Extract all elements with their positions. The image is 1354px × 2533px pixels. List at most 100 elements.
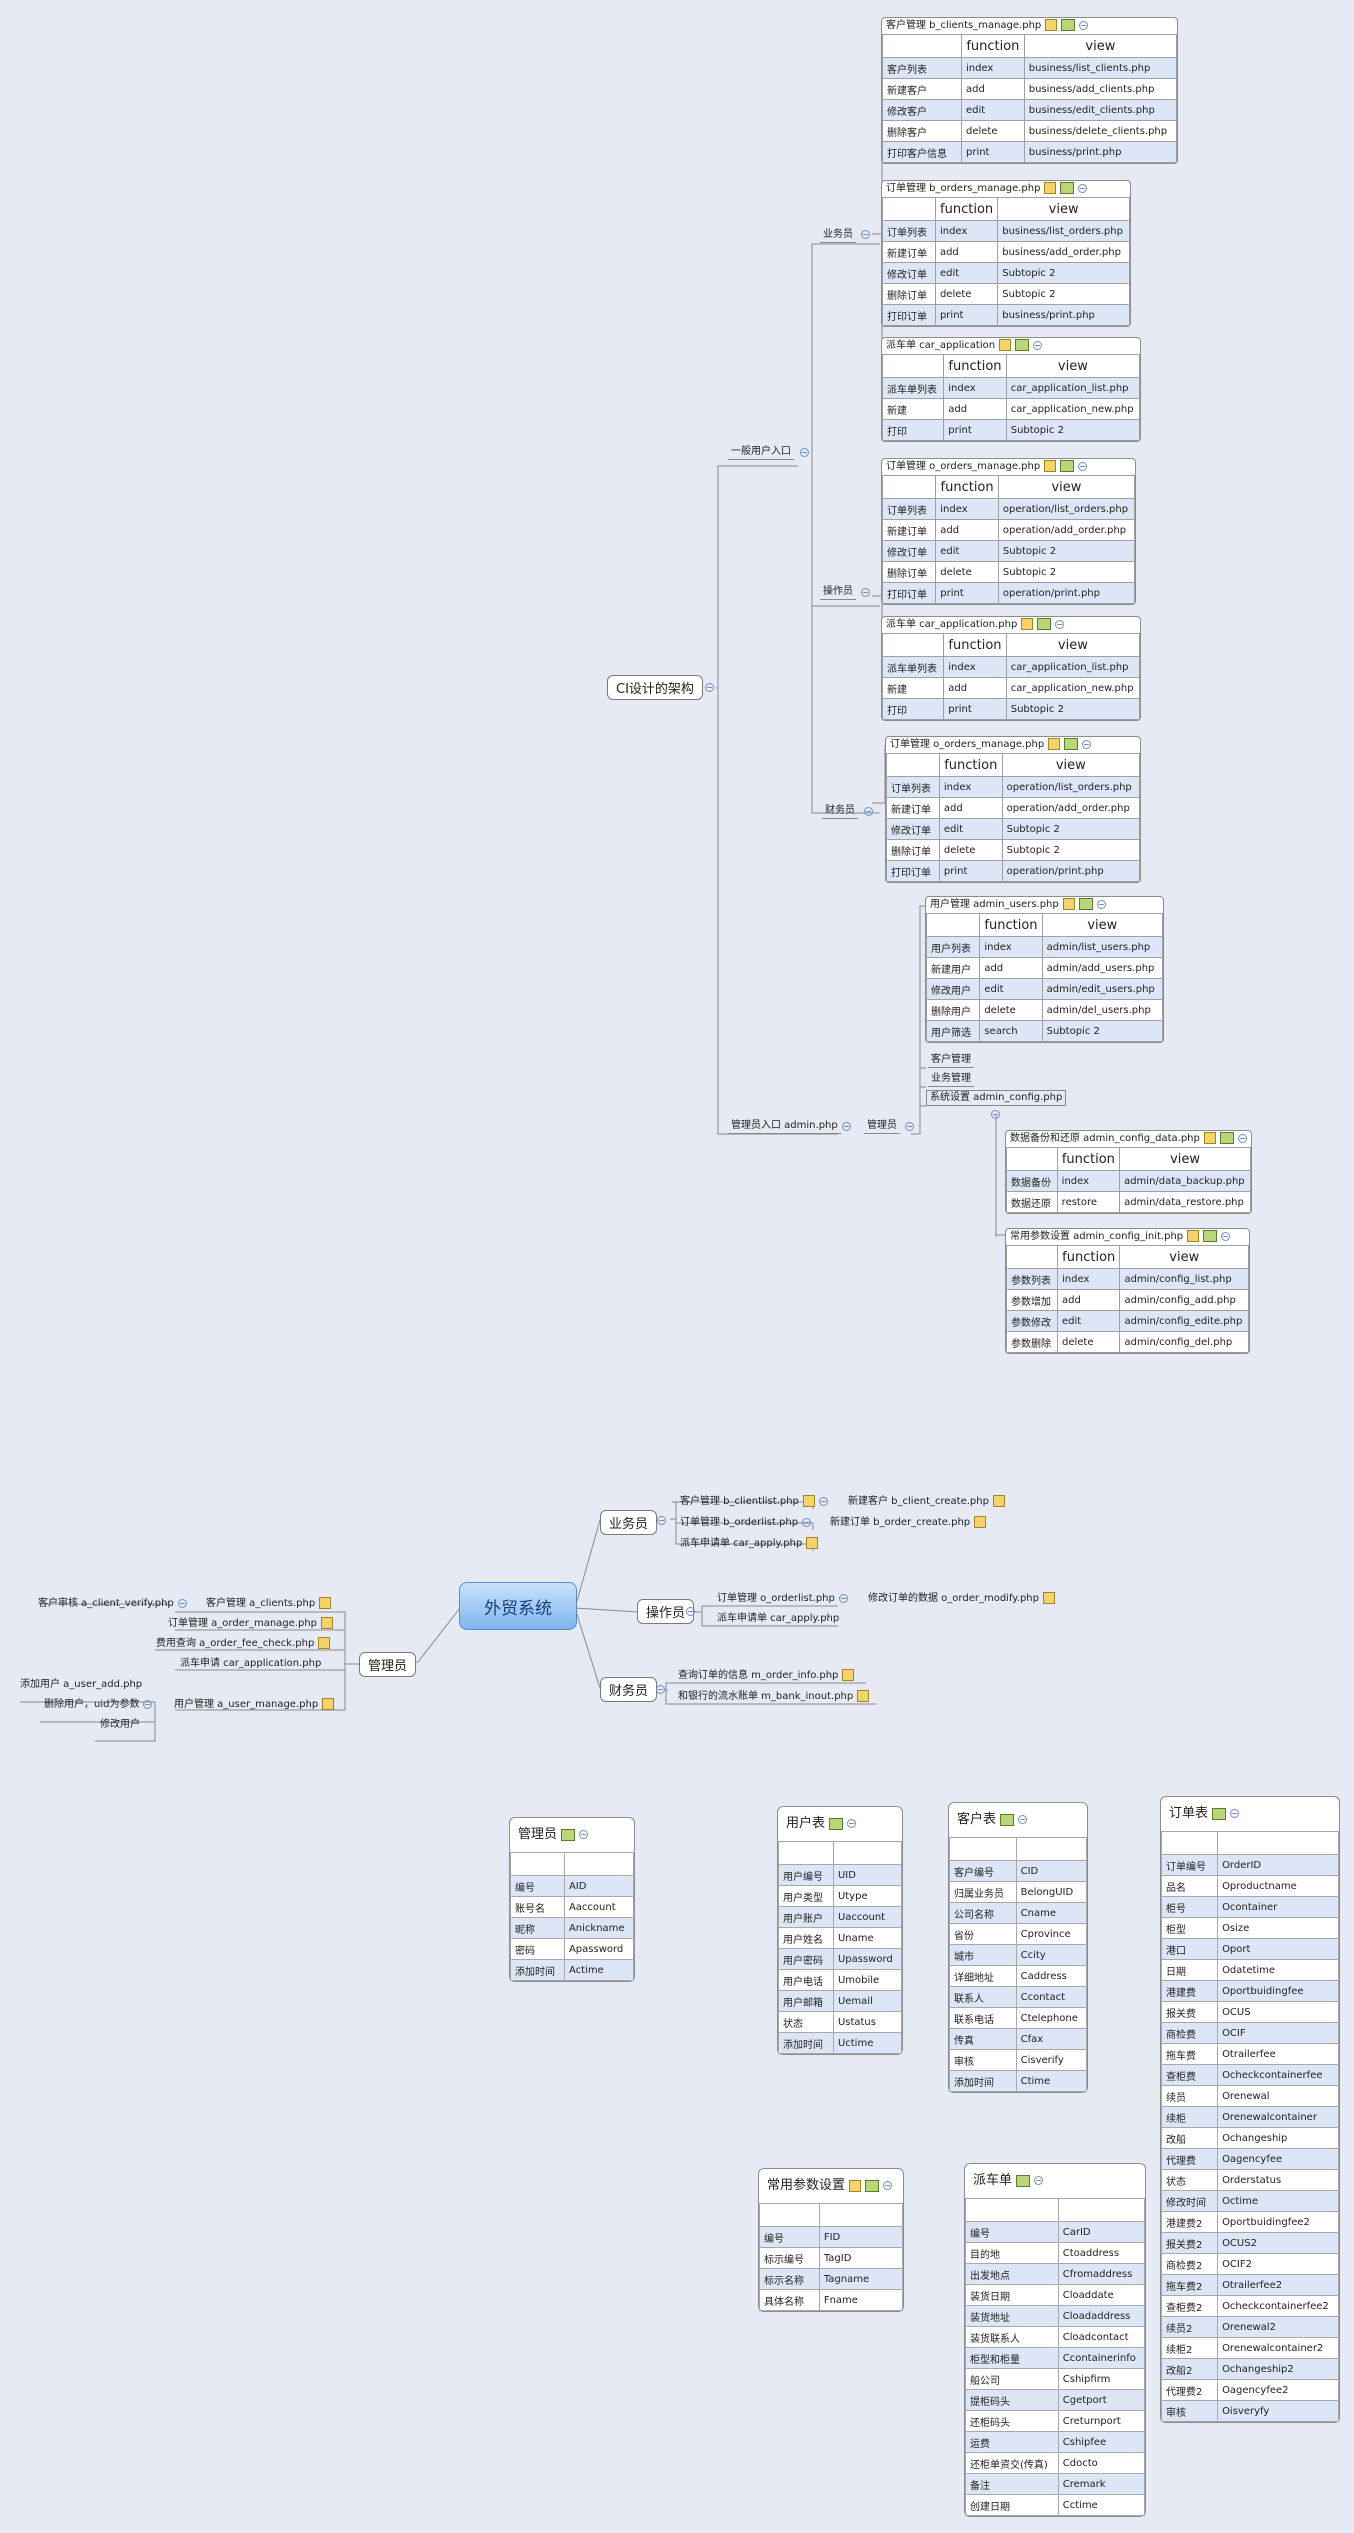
- table-cell: Oport: [1217, 1938, 1339, 1960]
- collapse-icon[interactable]: [1096, 899, 1106, 909]
- table-cell: 数据备份: [1006, 1170, 1058, 1192]
- op-sub-order-modify[interactable]: 修改订单的数据 o_order_modify.php: [868, 1592, 1055, 1606]
- admin-item-fee-check[interactable]: 费用查询 a_order_fee_check.php: [156, 1637, 331, 1651]
- admin-item-orders[interactable]: 订单管理 a_order_manage.php: [168, 1617, 334, 1631]
- collapse-icon[interactable]: [177, 1598, 187, 1608]
- table-cell: 标示编号: [759, 2247, 820, 2269]
- table-cell: 用户筛选: [925, 1020, 981, 1042]
- collapse-icon[interactable]: [1079, 20, 1089, 30]
- table-cell: Ccontact: [1015, 1986, 1088, 2008]
- collapse-icon[interactable]: [847, 1819, 857, 1828]
- collapse-icon[interactable]: [579, 1830, 589, 1839]
- collapse-icon[interactable]: [1230, 1809, 1240, 1818]
- table-cell: 订单列表: [886, 776, 940, 798]
- collapse-icon[interactable]: [1033, 340, 1043, 350]
- table-cell: 详细地址: [949, 1965, 1017, 1987]
- collapse-icon[interactable]: [1034, 2176, 1044, 2185]
- chart-icon: [1203, 1230, 1218, 1242]
- collapse-icon[interactable]: [838, 1593, 848, 1603]
- collapse-icon[interactable]: [656, 1685, 665, 1694]
- trade-finance-node[interactable]: 财务员: [600, 1677, 658, 1702]
- collapse-icon[interactable]: [1078, 461, 1088, 471]
- table-cell: 打印: [881, 419, 945, 441]
- collapse-icon[interactable]: [818, 1496, 828, 1506]
- sales-item-car-apply[interactable]: 派车申请单 car_apply.php: [680, 1537, 819, 1551]
- table-cell: 派车单列表: [881, 656, 945, 678]
- collapse-icon[interactable]: [991, 1110, 1000, 1119]
- collapse-icon[interactable]: [800, 448, 809, 457]
- collapse-icon[interactable]: [905, 1122, 914, 1131]
- sales-sub-order-create[interactable]: 新建订单 b_order_create.php: [830, 1516, 987, 1530]
- operator-node[interactable]: 操作员: [820, 585, 856, 600]
- table-cell: Orenewalcontainer: [1217, 2106, 1339, 2128]
- salesman-node[interactable]: 业务员: [820, 228, 856, 243]
- collapse-icon[interactable]: [1082, 739, 1092, 749]
- table-cell: 打印订单: [882, 304, 936, 326]
- table-cell: 用户账户: [778, 1906, 834, 1928]
- admin-item-car-application[interactable]: 派车申请 car_application.php: [180, 1657, 321, 1671]
- admin-item-system[interactable]: 系统设置 admin_config.php: [926, 1090, 1067, 1106]
- collapse-icon[interactable]: [842, 1122, 851, 1131]
- trade-salesman-node[interactable]: 业务员: [600, 1510, 658, 1535]
- op-item-orders[interactable]: 订单管理 o_orderlist.php: [717, 1592, 848, 1606]
- trade-system-center[interactable]: 外贸系统: [459, 1582, 577, 1630]
- admin-item-user-manage[interactable]: 用户管理 a_user_manage.php: [174, 1698, 335, 1712]
- collapse-icon[interactable]: [657, 1516, 666, 1525]
- collapse-icon[interactable]: [1221, 1231, 1231, 1241]
- table-cell: 用户类型: [778, 1885, 834, 1907]
- table-cell: 商检费2: [1160, 2253, 1219, 2275]
- label: 新建客户 b_client_create.php: [848, 1496, 989, 1507]
- admin-sub-user-delete[interactable]: 删除用户，uid为参数: [44, 1698, 153, 1712]
- table-cell: function: [960, 34, 1025, 58]
- general-user-entry[interactable]: 一般用户入口: [728, 445, 794, 460]
- trade-admin-node[interactable]: 管理员: [359, 1652, 417, 1677]
- table-cell: 续柜: [1160, 2106, 1219, 2128]
- collapse-icon[interactable]: [883, 2181, 893, 2190]
- table-cell: 船公司: [965, 2368, 1059, 2390]
- collapse-icon[interactable]: [1055, 619, 1065, 629]
- sales-item-orders[interactable]: 订单管理 b_orderlist.php: [680, 1516, 812, 1530]
- table-title: 订单管理 b_orders_manage.php: [886, 183, 1041, 194]
- table-cell: Ctime: [1015, 2070, 1088, 2092]
- table-cell: 还柜码头: [965, 2410, 1059, 2432]
- admin-role-node[interactable]: 管理员: [864, 1119, 900, 1134]
- finance-node[interactable]: 财务员: [822, 804, 858, 819]
- admin-sub-client-verify[interactable]: 客户审核 a_client_verify.php: [38, 1597, 187, 1611]
- collapse-icon[interactable]: [864, 807, 873, 816]
- ci-root-node[interactable]: CI设计的架构: [607, 675, 703, 700]
- collapse-icon[interactable]: [861, 230, 870, 239]
- trade-operator-node[interactable]: 操作员: [637, 1599, 695, 1624]
- admin-entry[interactable]: 管理员入口 admin.php: [728, 1119, 841, 1134]
- table-cell: function: [938, 753, 1003, 777]
- admin-sub-user-add[interactable]: 添加用户 a_user_add.php: [20, 1679, 143, 1690]
- collapse-icon[interactable]: [1078, 183, 1088, 193]
- admin-item-business[interactable]: 业务管理: [928, 1072, 974, 1087]
- collapse-icon[interactable]: [143, 1699, 153, 1709]
- op-item-car-apply[interactable]: 派车申请单 car_apply.php: [717, 1612, 839, 1626]
- collapse-icon[interactable]: [686, 1607, 695, 1616]
- admin-item-client[interactable]: 客户管理: [928, 1053, 974, 1068]
- sales-item-clients[interactable]: 客户管理 b_clientlist.php: [680, 1495, 828, 1509]
- admin-sub-user-edit[interactable]: 修改用户: [100, 1719, 140, 1730]
- admin-item-clients[interactable]: 客户管理 a_clients.php: [206, 1597, 332, 1611]
- collapse-icon[interactable]: [802, 1517, 812, 1527]
- fin-item-bank-inout[interactable]: 和银行的流水账单 m_bank_inout.php: [678, 1690, 870, 1704]
- collapse-icon[interactable]: [1237, 1133, 1247, 1143]
- table-cell: Anickname: [563, 1917, 635, 1939]
- fin-item-order-info[interactable]: 查询订单的信息 m_order_info.php: [678, 1669, 855, 1683]
- collapse-icon[interactable]: [1018, 1815, 1028, 1824]
- sales-sub-client-create[interactable]: 新建客户 b_client_create.php: [848, 1495, 1005, 1509]
- collapse-icon[interactable]: [861, 588, 870, 597]
- collapse-icon[interactable]: [705, 683, 714, 692]
- table-cell: 柜号: [1160, 1896, 1219, 1918]
